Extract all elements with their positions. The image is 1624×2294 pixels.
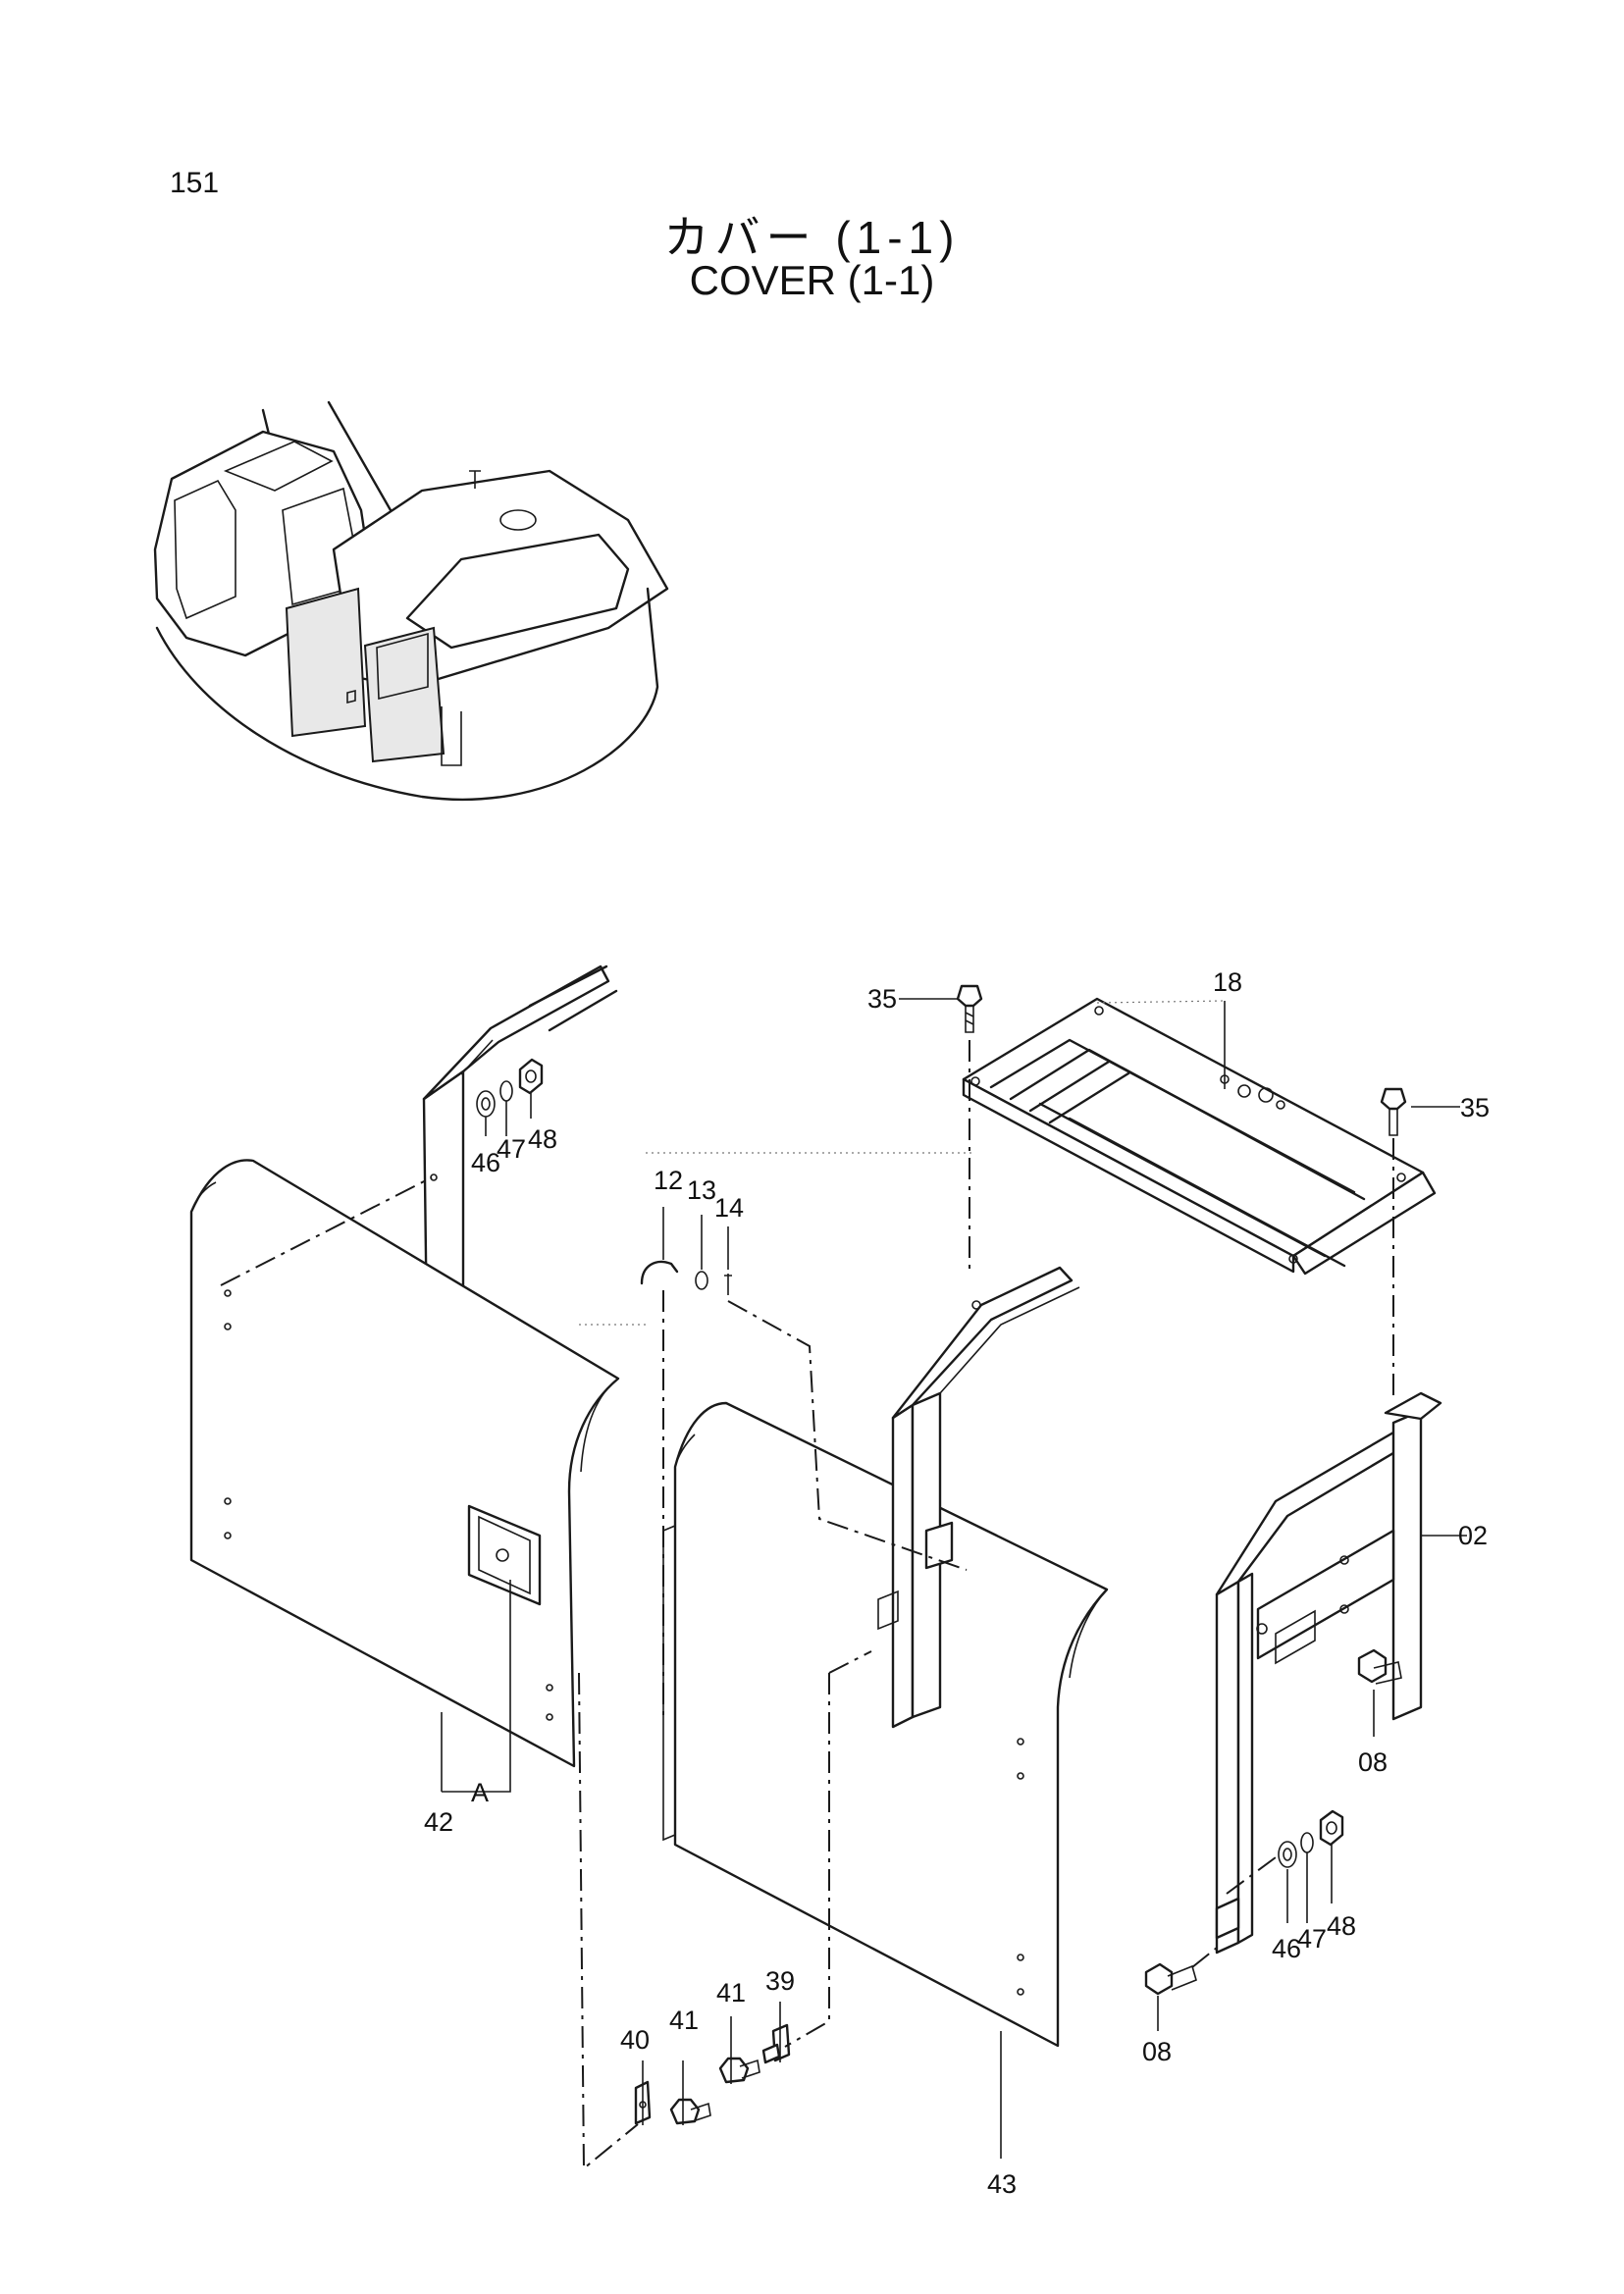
- washer-nut-set-lower: [1278, 1809, 1344, 1868]
- callout-48-lower: 48: [1327, 1911, 1356, 1941]
- callout-46-lower: 46: [1272, 1934, 1301, 1963]
- callout-47-upper: 47: [497, 1134, 526, 1164]
- bolt-08-upper: [1357, 1648, 1402, 1685]
- callout-labels: 02 08 08 12 13 14 18 35 35 39 40 41 41 4…: [424, 967, 1490, 2199]
- callout-13: 13: [687, 1175, 716, 1205]
- callout-39: 39: [765, 1966, 795, 1996]
- callout-41-left: 41: [669, 2006, 699, 2035]
- frame-center-section: [877, 1266, 1080, 1729]
- callout-48-upper: 48: [528, 1124, 557, 1154]
- callout-42: 42: [424, 1807, 453, 1837]
- callout-14: 14: [714, 1193, 744, 1223]
- leader-lines: [441, 998, 1467, 2159]
- assembly-lines: [220, 1040, 1394, 2171]
- callout-35-right: 35: [1460, 1093, 1490, 1122]
- washer-nut-set-upper: [476, 1058, 544, 1136]
- callout-02: 02: [1458, 1521, 1488, 1550]
- bolt-08-lower: [1144, 1962, 1197, 1996]
- callout-detail-a: A: [471, 1778, 489, 1807]
- callout-46-upper: 46: [471, 1148, 500, 1177]
- callout-08-upper: 08: [1358, 1747, 1388, 1777]
- page-number: 151: [170, 167, 220, 199]
- page-title-japanese: カバー (1-1): [663, 212, 961, 263]
- callout-43: 43: [987, 2169, 1017, 2199]
- latch-parts: [634, 2023, 791, 2125]
- callout-35-left: 35: [867, 984, 897, 1014]
- top-grille-cover: [962, 997, 1437, 1276]
- side-cover-door-center: [662, 1401, 1109, 2048]
- callout-47-lower: 47: [1297, 1924, 1327, 1954]
- hose-washer-pin-set: [640, 1207, 732, 1295]
- callout-41-right: 41: [716, 1978, 746, 2007]
- callout-12: 12: [654, 1166, 683, 1195]
- page-title-english: COVER (1-1): [689, 257, 935, 303]
- machine-overview-illustration: [153, 400, 669, 802]
- callout-18: 18: [1213, 967, 1242, 997]
- callout-08-lower: 08: [1142, 2037, 1172, 2066]
- side-cover-door-left: [189, 1159, 620, 1768]
- bracket-frame-right: [1215, 1391, 1442, 1955]
- callout-40: 40: [620, 2025, 650, 2055]
